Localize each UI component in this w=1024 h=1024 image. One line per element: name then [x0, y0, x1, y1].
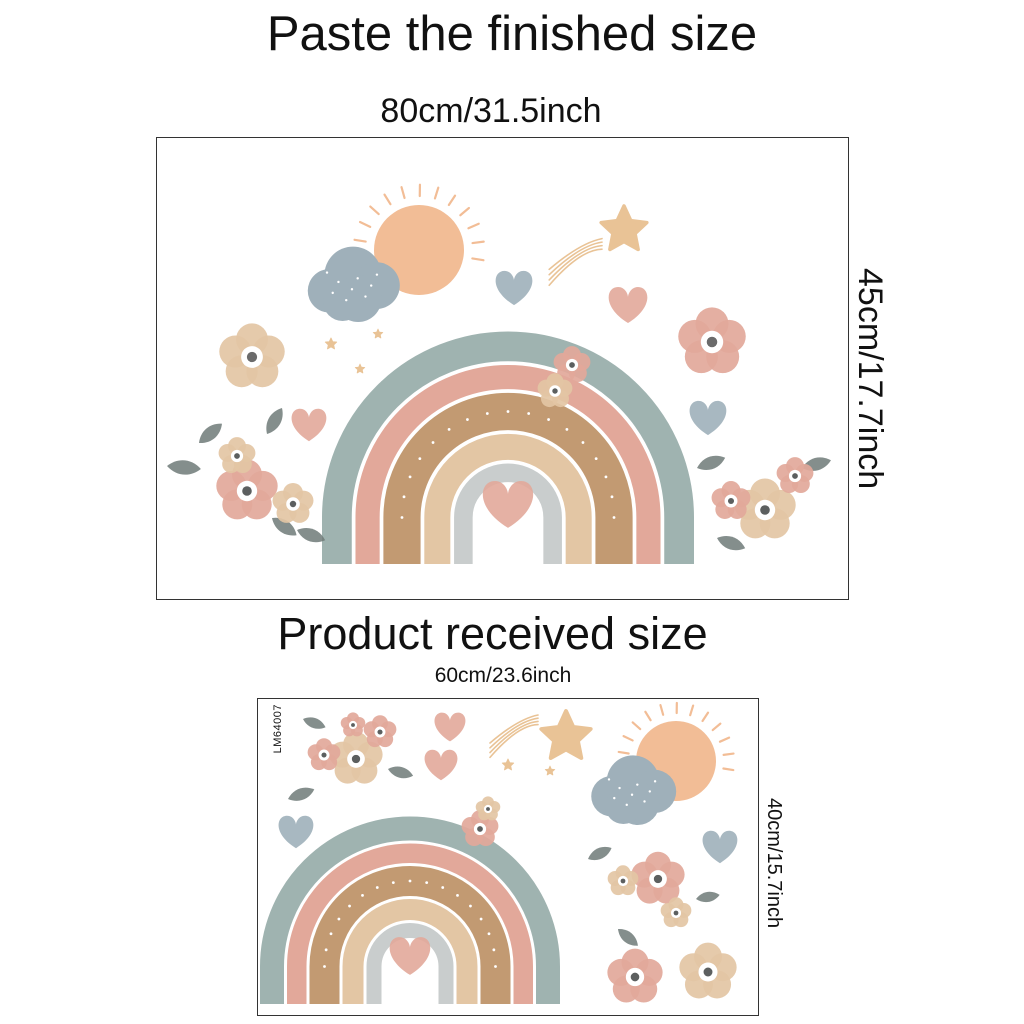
flower-icon: [678, 307, 746, 374]
star-icon: [324, 337, 338, 350]
flower-icon: [461, 810, 499, 847]
flower-icon: [607, 948, 663, 1003]
heart-icon: [495, 270, 533, 306]
leaf-icon: [696, 891, 720, 903]
star-icon: [354, 363, 366, 374]
flower-icon: [218, 437, 256, 474]
heart-icon: [608, 287, 648, 323]
flower-icon: [272, 483, 314, 523]
leaf-icon: [618, 928, 638, 946]
rainbow-band: [287, 843, 533, 1004]
flower-icon: [734, 478, 796, 539]
leaf-icon: [388, 766, 414, 779]
finished-height-label: 45cm/17.7inch: [851, 268, 889, 490]
star-icon: [501, 758, 515, 771]
shooting-star-icon: [489, 714, 539, 759]
rainbow-icon: [260, 816, 560, 1004]
rainbow-band: [366, 923, 454, 1004]
rainbow-band: [342, 899, 478, 1004]
flower-icon: [660, 897, 692, 928]
star-icon: [372, 328, 384, 339]
rainbow-band: [454, 463, 562, 564]
leaf-icon: [717, 536, 746, 551]
rainbow-band: [424, 433, 592, 564]
rainbow-band: [322, 331, 694, 564]
heart-icon: [434, 712, 466, 742]
received-width-label: 60cm/23.6inch: [434, 664, 572, 687]
leaf-icon: [303, 717, 326, 729]
flower-icon: [219, 323, 285, 388]
received-artwork: [260, 701, 738, 1004]
star-icon: [539, 709, 593, 760]
flower-icon: [340, 712, 366, 737]
received-size-title: Product received size: [277, 608, 708, 659]
flower-icon: [711, 481, 751, 519]
heart-icon: [291, 408, 327, 442]
leaf-icon: [288, 787, 315, 801]
heart-icon: [424, 749, 458, 781]
finished-artwork: [167, 183, 831, 564]
finished-size-title: Paste the finished size: [266, 7, 758, 61]
leaf-icon: [199, 423, 222, 444]
flower-icon: [679, 942, 737, 999]
leaf-icon: [167, 460, 201, 475]
leaf-icon: [272, 517, 297, 536]
rainbow-band: [260, 816, 560, 1004]
flower-icon: [776, 457, 814, 494]
flower-icon: [537, 373, 573, 408]
cloud-icon: [307, 246, 400, 322]
flower-icon: [631, 851, 685, 904]
leaf-icon: [297, 528, 326, 543]
flower-icon: [475, 796, 501, 821]
sun-icon: [353, 183, 485, 295]
leaf-icon: [697, 455, 726, 470]
leaf-icon: [588, 846, 612, 861]
finished-width-label: 80cm/31.5inch: [380, 92, 602, 130]
flower-icon: [307, 738, 341, 771]
shooting-star-icon: [548, 237, 603, 287]
cloud-icon: [591, 755, 677, 825]
flower-icon: [363, 715, 397, 748]
leaf-icon: [266, 408, 283, 434]
rainbow-icon: [322, 331, 694, 564]
rainbow-band: [355, 365, 661, 564]
flower-icon: [329, 731, 383, 784]
star-icon: [599, 204, 649, 252]
flower-icon: [553, 346, 591, 383]
flower-icon: [607, 865, 639, 896]
heart-icon: [689, 400, 727, 436]
star-icon: [544, 765, 556, 776]
received-height-label: 40cm/15.7inch: [763, 798, 785, 929]
heart-icon: [389, 937, 431, 975]
heart-icon: [702, 830, 738, 864]
heart-icon: [482, 481, 534, 528]
heart-icon: [278, 815, 314, 849]
